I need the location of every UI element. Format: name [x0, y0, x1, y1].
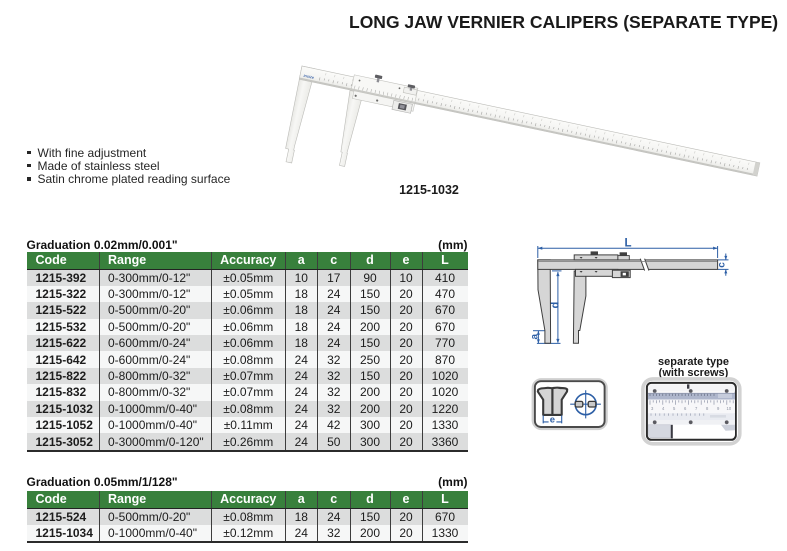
svg-text:e: e — [550, 414, 555, 425]
svg-text:L: L — [625, 238, 632, 250]
svg-text:insize: insize — [303, 74, 314, 80]
svg-text:d: d — [550, 302, 562, 309]
svg-text:10: 10 — [727, 406, 732, 411]
svg-text:a: a — [530, 334, 541, 340]
svg-text:8: 8 — [706, 406, 709, 411]
svg-text:3: 3 — [651, 406, 654, 411]
svg-text:5: 5 — [673, 406, 676, 411]
svg-text:c: c — [717, 262, 728, 268]
svg-text:4: 4 — [662, 406, 665, 411]
svg-text:7: 7 — [695, 406, 698, 411]
svg-text:9: 9 — [717, 406, 720, 411]
svg-text:6: 6 — [684, 406, 687, 411]
